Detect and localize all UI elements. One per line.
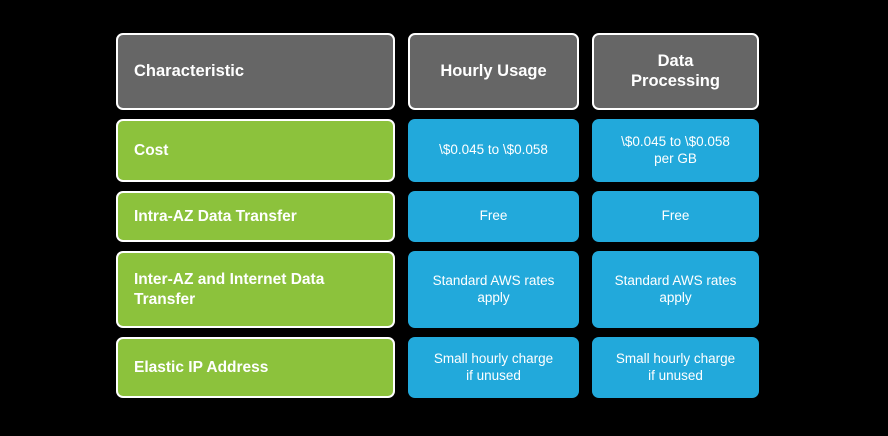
header-label-data-processing: Data Processing [631,52,720,90]
cell-elastic-ip-hourly-usage: Small hourly charge if unused [408,337,579,398]
cell-elastic-ip-data-processing: Small hourly charge if unused [592,337,759,398]
row-label-text: Elastic IP Address [134,358,269,376]
table-row: Elastic IP Address Small hourly charge i… [116,337,759,398]
row-label-cost: Cost [116,119,395,182]
header-cell-characteristic: Characteristic [116,33,395,110]
table-row: Inter-AZ and Internet Data Transfer Stan… [116,251,759,328]
cell-intra-az-data-processing: Free [592,191,759,242]
row-label-elastic-ip-address: Elastic IP Address [116,337,395,398]
table-header-row: Characteristic Hourly Usage Data Process… [116,33,759,110]
cell-value-text: \$0.045 to \$0.058 [439,142,548,158]
header-label-characteristic: Characteristic [134,61,245,80]
header-label-hourly-usage: Hourly Usage [440,61,547,80]
row-label-text: Inter-AZ and Internet Data Transfer [134,271,325,308]
header-cell-hourly-usage: Hourly Usage [408,33,579,110]
row-label-text: Intra-AZ Data Transfer [134,207,297,225]
cell-value-text: Small hourly charge if unused [433,350,554,383]
row-label-inter-az-and-internet-data-transfer: Inter-AZ and Internet Data Transfer [116,251,395,328]
cell-value-text: \$0.045 to \$0.058 per GB [621,133,730,166]
cell-value-text: Standard AWS rates apply [614,272,737,305]
row-label-text: Cost [134,141,169,159]
table-row: Cost \$0.045 to \$0.058 \$0.045 to \$0.0… [116,119,759,182]
cell-inter-az-hourly-usage: Standard AWS rates apply [408,251,579,328]
comparison-table: Characteristic Hourly Usage Data Process… [116,33,759,398]
cell-value-text: Free [479,208,508,224]
cell-value-text: Small hourly charge if unused [615,350,736,383]
row-label-intra-az-data-transfer: Intra-AZ Data Transfer [116,191,395,242]
cell-cost-hourly-usage: \$0.045 to \$0.058 [408,119,579,182]
cell-inter-az-data-processing: Standard AWS rates apply [592,251,759,328]
cell-value-text: Standard AWS rates apply [432,272,555,305]
table-row: Intra-AZ Data Transfer Free Free [116,191,759,242]
cell-value-text: Free [661,208,690,224]
cell-intra-az-hourly-usage: Free [408,191,579,242]
header-cell-data-processing: Data Processing [592,33,759,110]
cell-cost-data-processing: \$0.045 to \$0.058 per GB [592,119,759,182]
